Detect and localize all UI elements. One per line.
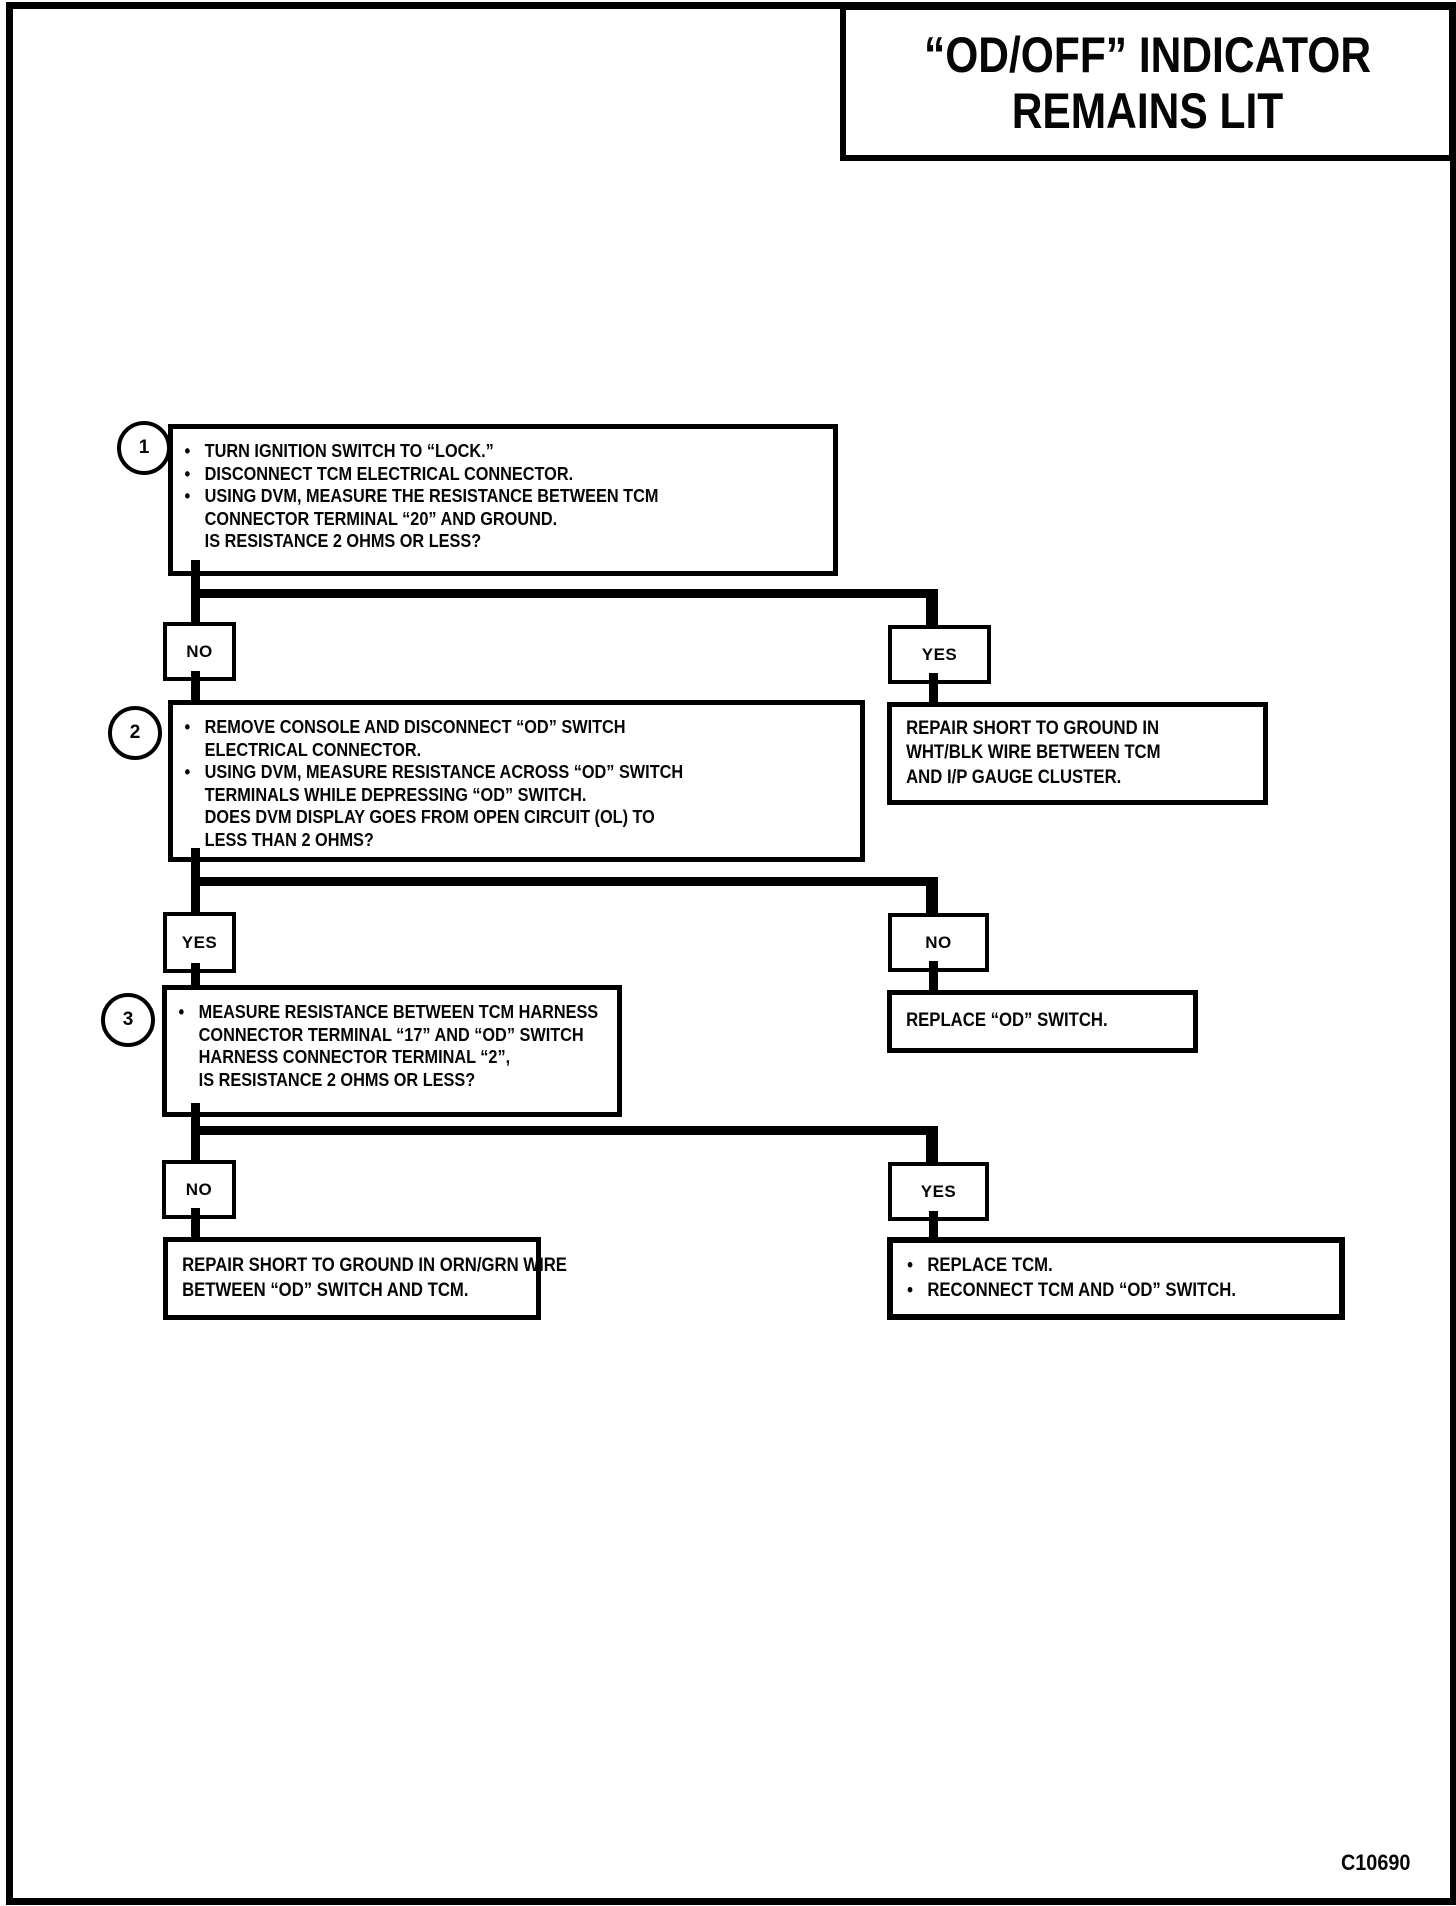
- bullet-icon: [184, 530, 204, 553]
- result-line: REPLACE “OD” SWITCH.: [906, 1010, 1108, 1032]
- branch-label-text: NO: [925, 932, 952, 952]
- step-line-text: TERMINALS WHILE DEPRESSING “OD” SWITCH.: [204, 783, 587, 805]
- step-1-text: • TURN IGNITION SWITCH TO “LOCK.” • DISCON…: [173, 429, 754, 553]
- connector-line: [929, 1211, 938, 1239]
- bullet-icon: •: [907, 1279, 913, 1301]
- page-title: “OD/OFF” INDICATOR REMAINS LIT: [923, 26, 1372, 139]
- result-box-repair-orn-grn: REPAIR SHORT TO GROUND IN ORN/GRN WIRE B…: [163, 1237, 567, 1320]
- step-number-1: 1: [138, 437, 150, 458]
- connector-line: [191, 589, 937, 598]
- bullet-icon: •: [184, 440, 191, 461]
- bullet-icon: [184, 739, 204, 762]
- step-line: CONNECTOR TERMINAL “20” AND GROUND.: [184, 508, 750, 531]
- step-line: • REMOVE CONSOLE AND DISCONNECT “OD” SWIT…: [184, 716, 774, 739]
- step-line-text: CONNECTOR TERMINAL “20” AND GROUND.: [204, 507, 558, 529]
- step-circle-2: 2: [108, 706, 162, 760]
- result-line: REPAIR SHORT TO GROUND IN ORN/GRN WIRE: [182, 1255, 567, 1276]
- step-line: • DISCONNECT TCM ELECTRICAL CONNECTOR.: [184, 463, 750, 486]
- step-line: DOES DVM DISPLAY GOES FROM OPEN CIRCUIT …: [184, 806, 774, 829]
- bullet-icon: •: [178, 1001, 185, 1022]
- connector-line: [191, 963, 200, 987]
- connector-line: [926, 877, 938, 915]
- connector-line: [191, 1126, 937, 1135]
- result-line: REPAIR SHORT TO GROUND IN: [906, 717, 1160, 739]
- step-line: IS RESISTANCE 2 OHMS OR LESS?: [184, 530, 750, 553]
- bullet-icon: [184, 508, 204, 531]
- connector-line: [191, 671, 200, 703]
- step-line-text: IS RESISTANCE 2 OHMS OR LESS?: [204, 530, 482, 551]
- step-number-2: 2: [129, 722, 141, 743]
- step-line: IS RESISTANCE 2 OHMS OR LESS?: [178, 1069, 559, 1092]
- step-2-text: • REMOVE CONSOLE AND DISCONNECT “OD” SWIT…: [173, 705, 778, 851]
- result-line-text: REPLACE TCM.: [927, 1255, 1053, 1276]
- branch-label-yes-2: YES: [163, 912, 236, 973]
- step-line: • MEASURE RESISTANCE BETWEEN TCM HARNESS: [178, 1001, 598, 1024]
- step-line-text: HARNESS CONNECTOR TERMINAL “2”,: [198, 1046, 511, 1067]
- branch-label-yes-3: YES: [888, 1162, 989, 1221]
- result-line: WHT/BLK WIRE BETWEEN TCM: [906, 742, 1161, 764]
- step-line-text: CONNECTOR TERMINAL “17” AND “OD” SWITCH: [198, 1023, 584, 1045]
- step-line: • USING DVM, MEASURE RESISTANCE ACROSS “O…: [184, 761, 774, 784]
- branch-label-text: NO: [186, 641, 213, 661]
- step-line-text: USING DVM, MEASURE RESISTANCE ACROSS “OD…: [204, 761, 684, 782]
- step-circle-3: 3: [101, 993, 155, 1047]
- result-line: • RECONNECT TCM AND “OD” SWITCH.: [893, 1279, 1285, 1304]
- connector-line: [926, 1126, 938, 1164]
- bullet-icon: •: [907, 1255, 913, 1276]
- result-line-text: RECONNECT TCM AND “OD” SWITCH.: [927, 1279, 1237, 1301]
- step-line: HARNESS CONNECTOR TERMINAL “2”,: [178, 1046, 559, 1069]
- branch-label-text: YES: [181, 932, 218, 952]
- bullet-icon: [178, 1069, 198, 1092]
- step-line: • USING DVM, MEASURE THE RESISTANCE BETWE…: [184, 485, 750, 508]
- page-border: [6, 2, 1456, 1905]
- bullet-icon: [178, 1024, 198, 1047]
- result-box-replace-tcm: • REPLACE TCM. • RECONNECT TCM AND “OD” SW…: [887, 1237, 1345, 1320]
- branch-label-no-2: NO: [888, 913, 989, 972]
- step-line-text: USING DVM, MEASURE THE RESISTANCE BETWEE…: [204, 485, 659, 506]
- bullet-icon: [184, 784, 204, 807]
- bullet-icon: [184, 806, 204, 829]
- step-line-text: DISCONNECT TCM ELECTRICAL CONNECTOR.: [204, 462, 574, 484]
- result-line: • REPLACE TCM.: [893, 1254, 1285, 1279]
- branch-label-yes-1: YES: [888, 625, 991, 684]
- step-line-text: DOES DVM DISPLAY GOES FROM OPEN CIRCUIT …: [204, 806, 655, 827]
- branch-label-text: YES: [921, 644, 958, 664]
- step-box-1: • TURN IGNITION SWITCH TO “LOCK.” • DISCON…: [168, 424, 838, 576]
- branch-label-text: NO: [185, 1179, 213, 1199]
- step-line-text: TURN IGNITION SWITCH TO “LOCK.”: [204, 440, 494, 461]
- step-line: TERMINALS WHILE DEPRESSING “OD” SWITCH.: [184, 784, 774, 807]
- result-box-repair-wht-blk: REPAIR SHORT TO GROUND IN WHT/BLK WIRE B…: [887, 702, 1268, 805]
- step-circle-1: 1: [117, 421, 171, 475]
- connector-line: [929, 961, 938, 992]
- step-line-text: IS RESISTANCE 2 OHMS OR LESS?: [198, 1068, 476, 1090]
- step-box-2: • REMOVE CONSOLE AND DISCONNECT “OD” SWIT…: [168, 700, 865, 862]
- step-line: ELECTRICAL CONNECTOR.: [184, 739, 774, 762]
- bullet-icon: •: [184, 485, 191, 506]
- branch-label-text: YES: [920, 1181, 957, 1201]
- step-line-text: REMOVE CONSOLE AND DISCONNECT “OD” SWITC…: [204, 716, 626, 737]
- step-3-text: •MEASURE RESISTANCE BETWEEN TCM HARNESS …: [167, 990, 598, 1092]
- step-line-text: ELECTRICAL CONNECTOR.: [204, 738, 422, 760]
- result-line: AND I/P GAUGE CLUSTER.: [906, 766, 1122, 788]
- step-number-3: 3: [122, 1009, 134, 1030]
- bullet-icon: •: [184, 716, 191, 737]
- connector-line: [926, 589, 938, 627]
- step-line: • TURN IGNITION SWITCH TO “LOCK.”: [184, 440, 750, 463]
- step-box-3: •MEASURE RESISTANCE BETWEEN TCM HARNESS …: [162, 985, 622, 1117]
- step-line: CONNECTOR TERMINAL “17” AND “OD” SWITCH: [178, 1024, 584, 1047]
- bullet-icon: •: [184, 761, 191, 782]
- step-line-text: MEASURE RESISTANCE BETWEEN TCM HARNESS: [198, 1001, 599, 1022]
- bullet-icon: •: [184, 462, 191, 484]
- connector-line: [191, 877, 937, 886]
- connector-line: [191, 1208, 200, 1239]
- figure-code: C10690: [1341, 1850, 1411, 1875]
- result-box-replace-od-switch: REPLACE “OD” SWITCH.: [887, 990, 1198, 1053]
- result-line: BETWEEN “OD” SWITCH AND TCM.: [182, 1279, 469, 1301]
- step-line: LESS THAN 2 OHMS?: [184, 829, 774, 852]
- step-line-text: LESS THAN 2 OHMS?: [204, 828, 374, 850]
- title-box: “OD/OFF” INDICATOR REMAINS LIT: [840, 4, 1455, 161]
- bullet-icon: [178, 1046, 198, 1069]
- connector-line: [929, 673, 938, 705]
